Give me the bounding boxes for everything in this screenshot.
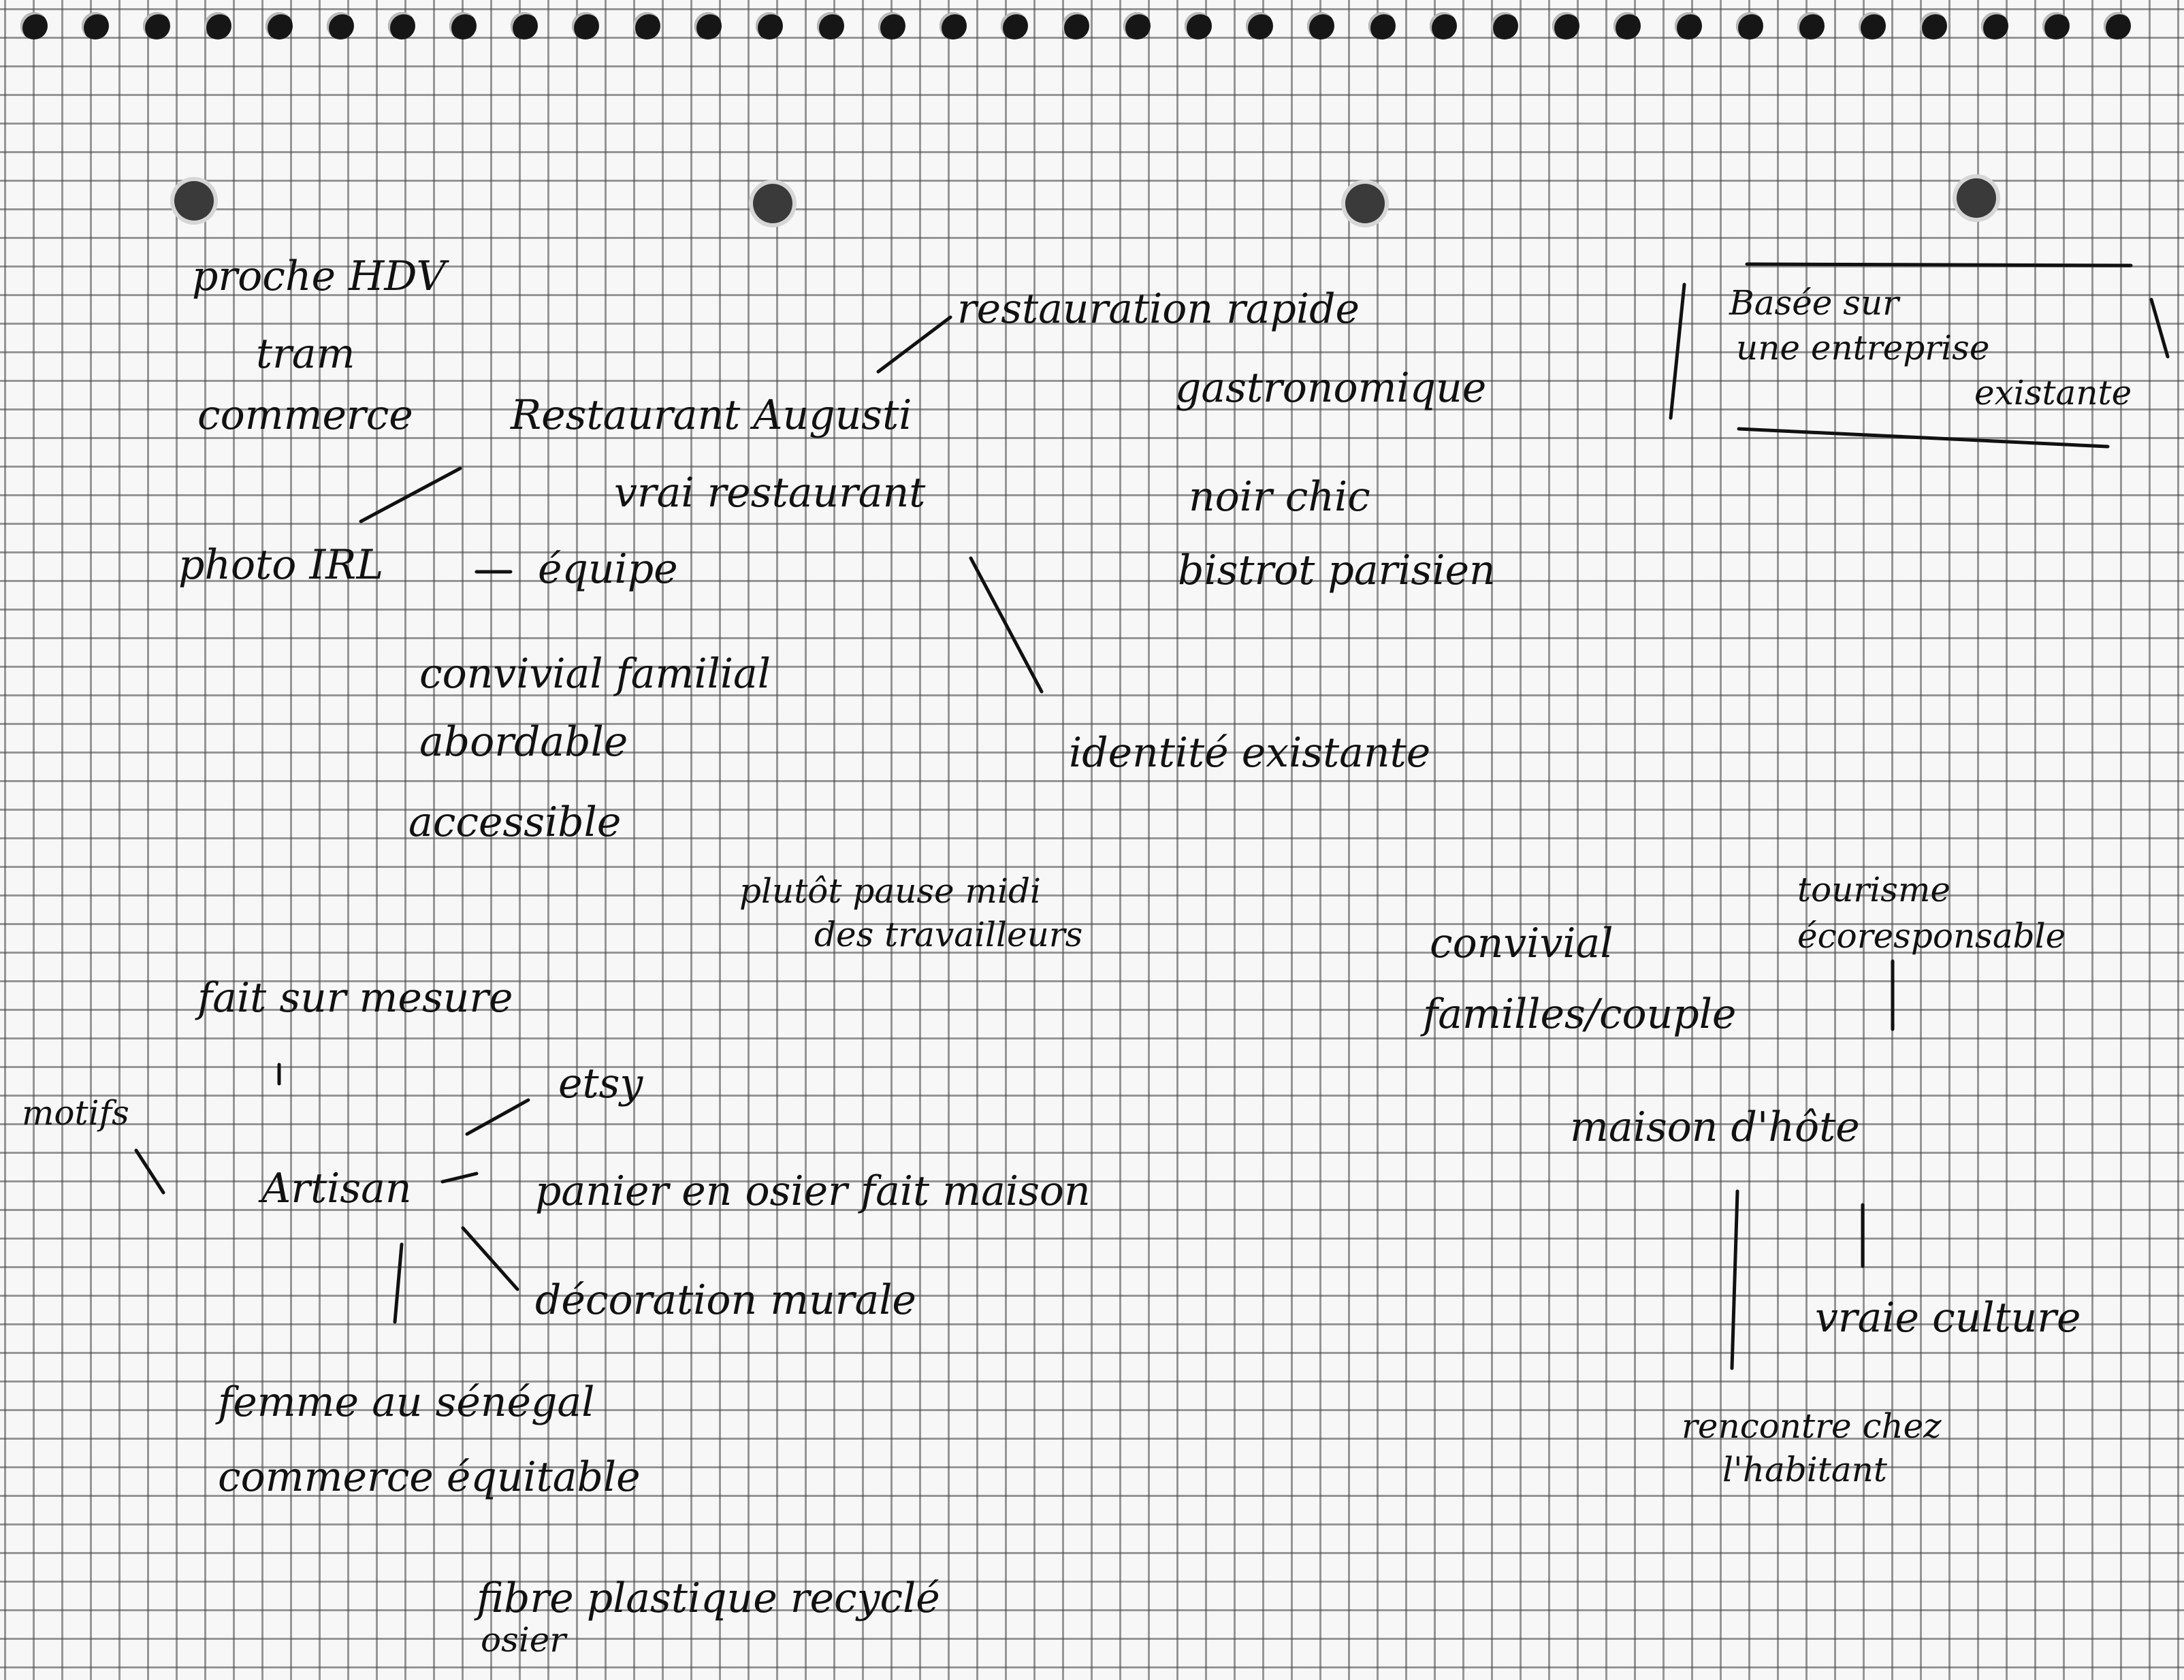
punch-hole-3 (1345, 184, 1385, 223)
spiral-ring (940, 12, 967, 39)
note-restaurant-augusti: Restaurant Augusti (511, 391, 912, 439)
note-pause-midi-line1: plutôt pause midi (739, 871, 1041, 911)
spiral-ring (511, 12, 538, 39)
spiral-ring (1430, 12, 1457, 39)
punch-hole-2 (753, 184, 792, 223)
note-photo-irl: photo IRL (178, 541, 384, 589)
note-convivial-familial: convivial familial (419, 650, 771, 698)
note-basee-line1: Basée sur (1729, 283, 1899, 323)
spiral-ring (1246, 12, 1273, 39)
spiral-ring (817, 12, 844, 39)
note-vrai-restaurant: vrai restaurant (614, 469, 926, 517)
spiral-ring (1123, 12, 1151, 39)
note-motifs: motifs (22, 1093, 129, 1133)
note-tourisme-line2: écoresponsable (1797, 916, 2066, 956)
note-gastronomique: gastronomique (1175, 364, 1487, 412)
note-pause-midi-line2: des travailleurs (814, 915, 1083, 954)
note-accessible: accessible (408, 798, 622, 846)
spiral-ring (1797, 12, 1825, 39)
note-convivial: convivial (1430, 920, 1613, 967)
spiral-ring (388, 12, 415, 39)
note-restauration-rapide: restauration rapide (957, 285, 1360, 333)
punch-hole-4 (1957, 178, 1996, 218)
note-fait-sur-mesure: fait sur mesure (197, 974, 513, 1022)
spiral-ring (449, 12, 477, 39)
spiral-ring (1368, 12, 1396, 39)
spiral-ring (1552, 12, 1579, 39)
spiral-ring (20, 12, 48, 39)
note-decoration-murale: décoration murale (535, 1276, 916, 1324)
spiral-ring (1307, 12, 1334, 39)
spiral-ring (1185, 12, 1212, 39)
note-etsy: etsy (558, 1060, 643, 1108)
spiral-ring (1062, 12, 1089, 39)
note-abordable: abordable (419, 718, 628, 766)
note-artisan: Artisan (261, 1165, 412, 1212)
spiral-ring (143, 12, 170, 39)
spiral-ring (266, 12, 293, 39)
spiral-ring (1736, 12, 1763, 39)
spiral-ring (327, 12, 354, 39)
note-osier: osier (481, 1620, 566, 1660)
spiral-ring (1675, 12, 1702, 39)
spiral-ring (633, 12, 660, 39)
note-rencontre-line2: l'habitant (1722, 1450, 1887, 1489)
spiral-ring (1859, 12, 1886, 39)
note-panier-osier: panier en osier fait maison (535, 1167, 1091, 1215)
note-commerce: commerce (197, 391, 413, 439)
note-equipe: équipe (538, 545, 678, 593)
note-maison-hote: maison d'hôte (1570, 1103, 1860, 1151)
note-identite-existante: identité existante (1069, 729, 1431, 777)
spiral-ring (756, 12, 783, 39)
note-femme-senegal: femme au sénégal (218, 1378, 595, 1426)
note-basee-line3: existante (1974, 373, 2132, 413)
spiral-ring (572, 12, 599, 39)
note-rencontre-line1: rencontre chez (1682, 1406, 1942, 1446)
spiral-ring (878, 12, 905, 39)
spiral-ring (1491, 12, 1518, 39)
spiral-ring (82, 12, 109, 39)
spiral-ring (1920, 12, 1947, 39)
spiral-ring (1981, 12, 2008, 39)
spiral-ring (2042, 12, 2070, 39)
note-commerce-equitable: commerce équitable (218, 1453, 641, 1501)
spiral-ring (694, 12, 722, 39)
note-tourisme-line1: tourisme (1797, 870, 1950, 909)
spiral-ring (1001, 12, 1028, 39)
spiral-ring (1613, 12, 1641, 39)
note-vraie-culture: vraie culture (1815, 1294, 2081, 1342)
note-basee-line2: une entreprise (1736, 328, 1990, 368)
note-fibre-plastique: fibre plastique recyclé (477, 1574, 940, 1622)
note-noir-chic: noir chic (1189, 473, 1370, 521)
note-bistrot-parisien: bistrot parisien (1178, 547, 1496, 594)
punch-hole-1 (174, 181, 214, 221)
note-proche-hdv: proche HDV (192, 253, 446, 300)
spiral-ring (204, 12, 231, 39)
spiral-ring (2104, 12, 2131, 39)
note-tram: tram (256, 330, 355, 378)
note-familles-couple: familles/couple (1423, 990, 1737, 1038)
